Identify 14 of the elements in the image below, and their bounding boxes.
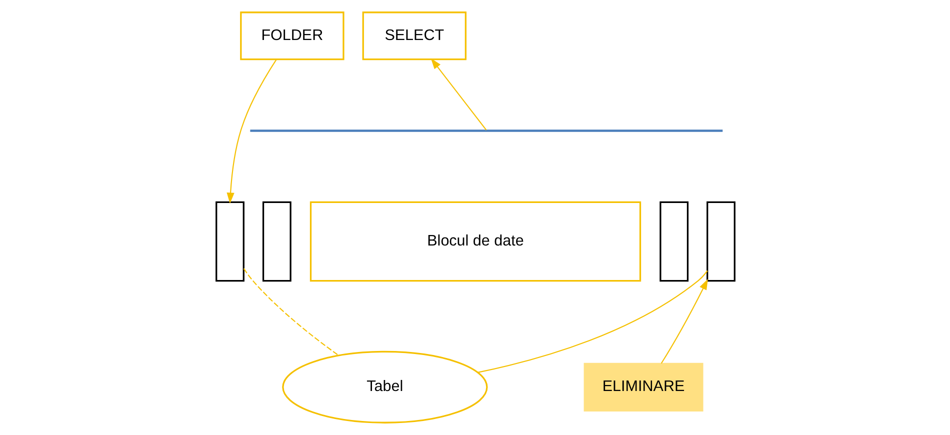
- node-bar: [262, 201, 291, 282]
- connector: [242, 268, 339, 356]
- arrow: [660, 278, 708, 364]
- node-box: FOLDER: [240, 12, 344, 60]
- node-ellipse: Tabel: [282, 350, 488, 424]
- node-box: SELECT: [362, 12, 466, 60]
- arrow: [430, 58, 486, 130]
- arrow: [226, 59, 276, 204]
- node-bar: [215, 201, 244, 282]
- node-box: ELIMINARE: [583, 362, 703, 412]
- connector: [477, 270, 708, 373]
- node-bar: [659, 201, 688, 282]
- node-box: Blocul de date: [309, 201, 641, 282]
- node-bar: [706, 201, 735, 282]
